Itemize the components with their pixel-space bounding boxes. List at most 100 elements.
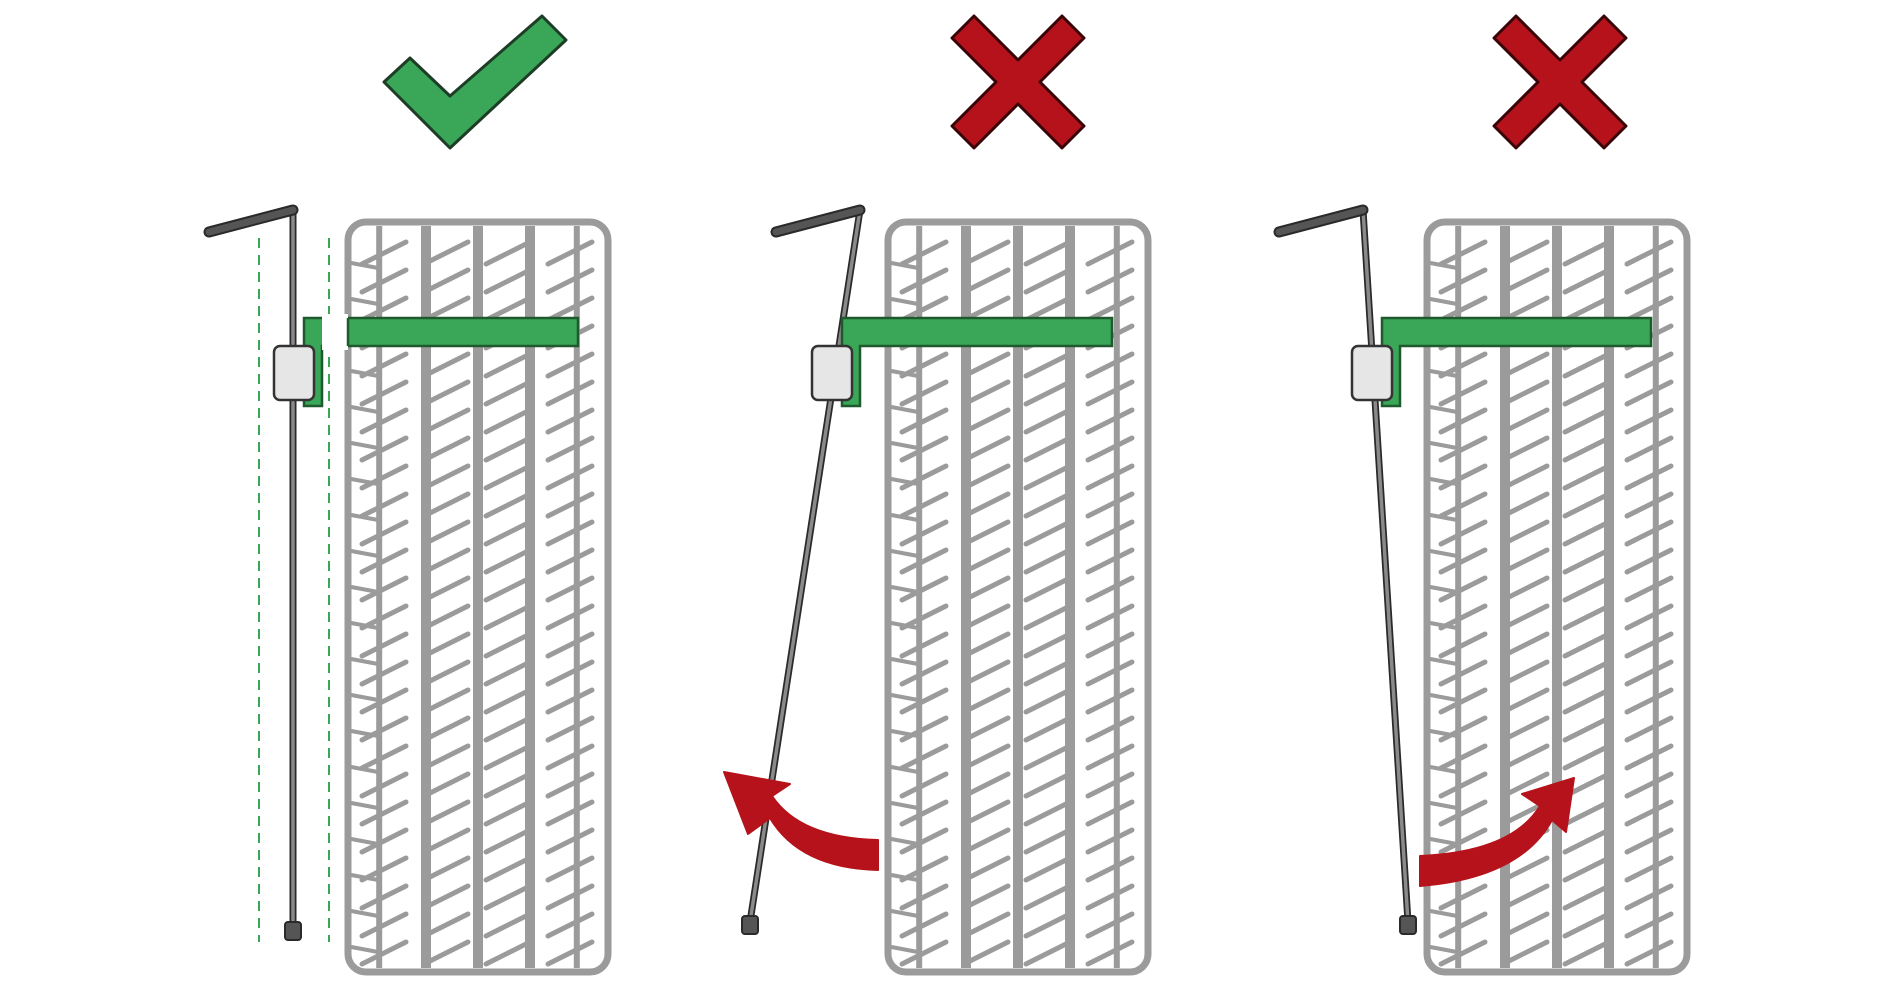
tire-tread-line — [359, 603, 409, 631]
tire-shoulder-line — [885, 296, 919, 306]
tire-tread-line — [1023, 687, 1073, 715]
cross-icon — [1492, 14, 1628, 150]
tire-tread-line — [545, 239, 595, 267]
tire-tread-line — [1023, 575, 1073, 603]
tire-tread-line — [961, 743, 1011, 771]
tire-tread-line — [483, 687, 533, 715]
tire-shoulder-line — [345, 296, 379, 306]
tire-shoulder-line — [885, 692, 919, 702]
tire-tread-line — [1085, 911, 1135, 939]
tire-shoulder-line — [885, 728, 919, 738]
tire-tread-line — [421, 911, 471, 939]
tire-shoulder-line — [885, 872, 919, 882]
tire-shoulder-line — [1424, 404, 1458, 414]
tire-tread-line — [1624, 939, 1674, 967]
tire-tread-line — [1438, 547, 1488, 575]
gauge-handle — [1275, 206, 1367, 236]
tire-tread-line — [1085, 239, 1135, 267]
tire-tread-line — [899, 435, 949, 463]
tire-tread-line — [1438, 379, 1488, 407]
tire-tread-line — [1085, 939, 1135, 967]
tire-shoulder-line — [345, 944, 379, 954]
tire-tread-line — [1085, 267, 1135, 295]
tire-tread-line — [1624, 687, 1674, 715]
tire-tread-line — [1023, 295, 1073, 323]
tire-tread-line — [1500, 687, 1550, 715]
gauge-clamp — [272, 344, 316, 402]
tire-tread-line — [961, 351, 1011, 379]
panel-tilted-in — [1273, 14, 1691, 976]
tire-tread-line — [1624, 547, 1674, 575]
tire-tread-line — [1562, 603, 1612, 631]
tire-tread-line — [1624, 883, 1674, 911]
tire-tread-line — [1438, 295, 1488, 323]
tire-tread-line — [899, 407, 949, 435]
tire-tread-line — [1023, 351, 1073, 379]
tire-tread-line — [421, 603, 471, 631]
tire-tread-line — [961, 239, 1011, 267]
tire-shoulder-line — [885, 908, 919, 918]
tire-tread-line — [1438, 435, 1488, 463]
tire-tread-line — [359, 855, 409, 883]
tire-tread-line — [483, 407, 533, 435]
tire-tread-line — [359, 239, 409, 267]
tire-tread-line — [1023, 883, 1073, 911]
tire-tread-line — [545, 575, 595, 603]
tire-tread-line — [1085, 407, 1135, 435]
tire-tread-line — [421, 519, 471, 547]
tire-tread-line — [483, 547, 533, 575]
tire-tread-line — [961, 855, 1011, 883]
tire-tread-line — [545, 911, 595, 939]
gauge-clamp — [1350, 344, 1394, 402]
tire-tread-line — [421, 239, 471, 267]
tire-tread-line — [545, 519, 595, 547]
tire-tread-line — [483, 883, 533, 911]
gauge-handle — [205, 206, 297, 236]
tire-tread-line — [1023, 855, 1073, 883]
tire-tread-line — [483, 743, 533, 771]
tire-tread-line — [483, 603, 533, 631]
tire-tread-line — [1438, 771, 1488, 799]
gauge-clamp — [810, 344, 854, 402]
tire-shoulder-line — [885, 260, 919, 270]
tire-shoulder-line — [345, 872, 379, 882]
tire-tread-line — [1085, 743, 1135, 771]
tire-tread-line — [1023, 771, 1073, 799]
tire-shoulder-line — [1424, 908, 1458, 918]
tire-tread-line — [899, 659, 949, 687]
tire-shoulder-line — [885, 800, 919, 810]
tire-tread-line — [1562, 491, 1612, 519]
tire-tread-line — [899, 855, 949, 883]
tire-shoulder-line — [1424, 944, 1458, 954]
tire-tread-line — [483, 827, 533, 855]
tire-tread-line — [1023, 603, 1073, 631]
tire-tread-line — [1562, 267, 1612, 295]
tire-tread-line — [961, 519, 1011, 547]
tire-tread-line — [1085, 883, 1135, 911]
tire-tread-line — [1023, 239, 1073, 267]
tire-shoulder-line — [1424, 584, 1458, 594]
tire-tread-line — [899, 295, 949, 323]
tire-tread-line — [545, 547, 595, 575]
tire-tread-line — [545, 603, 595, 631]
tire-tread-line — [961, 575, 1011, 603]
tire-tread-line — [359, 743, 409, 771]
tire-tread-line — [545, 295, 595, 323]
gauge-rod — [1361, 208, 1410, 924]
tire-tread-line — [359, 295, 409, 323]
tire-shoulder-line — [1424, 260, 1458, 270]
tire-tread-line — [421, 575, 471, 603]
tire-tread-line — [1438, 603, 1488, 631]
tire-tread-line — [1562, 631, 1612, 659]
tire-tread-line — [483, 911, 533, 939]
tire-tread-line — [1562, 715, 1612, 743]
tire-tread-line — [1023, 547, 1073, 575]
tire-tread-line — [421, 715, 471, 743]
tire-tread-line — [1624, 659, 1674, 687]
tire-shoulder-line — [885, 620, 919, 630]
tire-tread-line — [421, 743, 471, 771]
tire-tread-line — [961, 267, 1011, 295]
tire-shoulder-line — [345, 836, 379, 846]
tire-tread-line — [1500, 519, 1550, 547]
gauge-depth-bar — [302, 316, 580, 408]
